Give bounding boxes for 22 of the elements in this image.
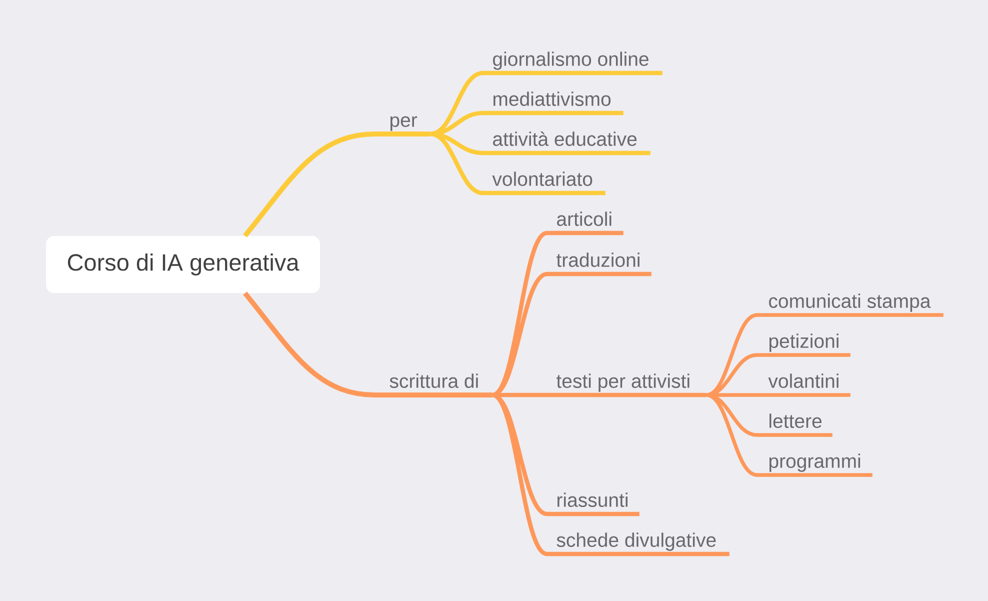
topic-label: mediattivismo xyxy=(483,92,624,116)
topic-label: programmi xyxy=(757,454,872,477)
topic-label: giornalismo online xyxy=(483,52,662,76)
topic-label: testi per attivisti xyxy=(547,374,706,398)
topic-label: attività educative xyxy=(483,131,650,156)
topic-label: lettere xyxy=(757,414,832,437)
topic-label: traduzioni xyxy=(547,252,652,276)
topic-label: articoli xyxy=(547,212,624,236)
topic-label: scrittura di xyxy=(375,374,492,398)
branch-lines xyxy=(428,70,486,196)
topic-label: per xyxy=(375,116,430,136)
topic-box: Corso di IA generativa xyxy=(46,236,320,293)
topic-label: volontariato xyxy=(483,172,606,196)
branch-lines xyxy=(704,313,759,477)
branch-line xyxy=(243,132,376,238)
topic-label: petizioni xyxy=(757,334,850,357)
branch-line xyxy=(243,292,376,398)
topic-label: riassunti xyxy=(547,492,640,516)
topic-label: schede divulgative xyxy=(547,532,730,556)
branch-lines xyxy=(490,230,550,556)
topic-label: volantini xyxy=(757,374,850,397)
topic-label: comunicati stampa xyxy=(757,294,944,317)
